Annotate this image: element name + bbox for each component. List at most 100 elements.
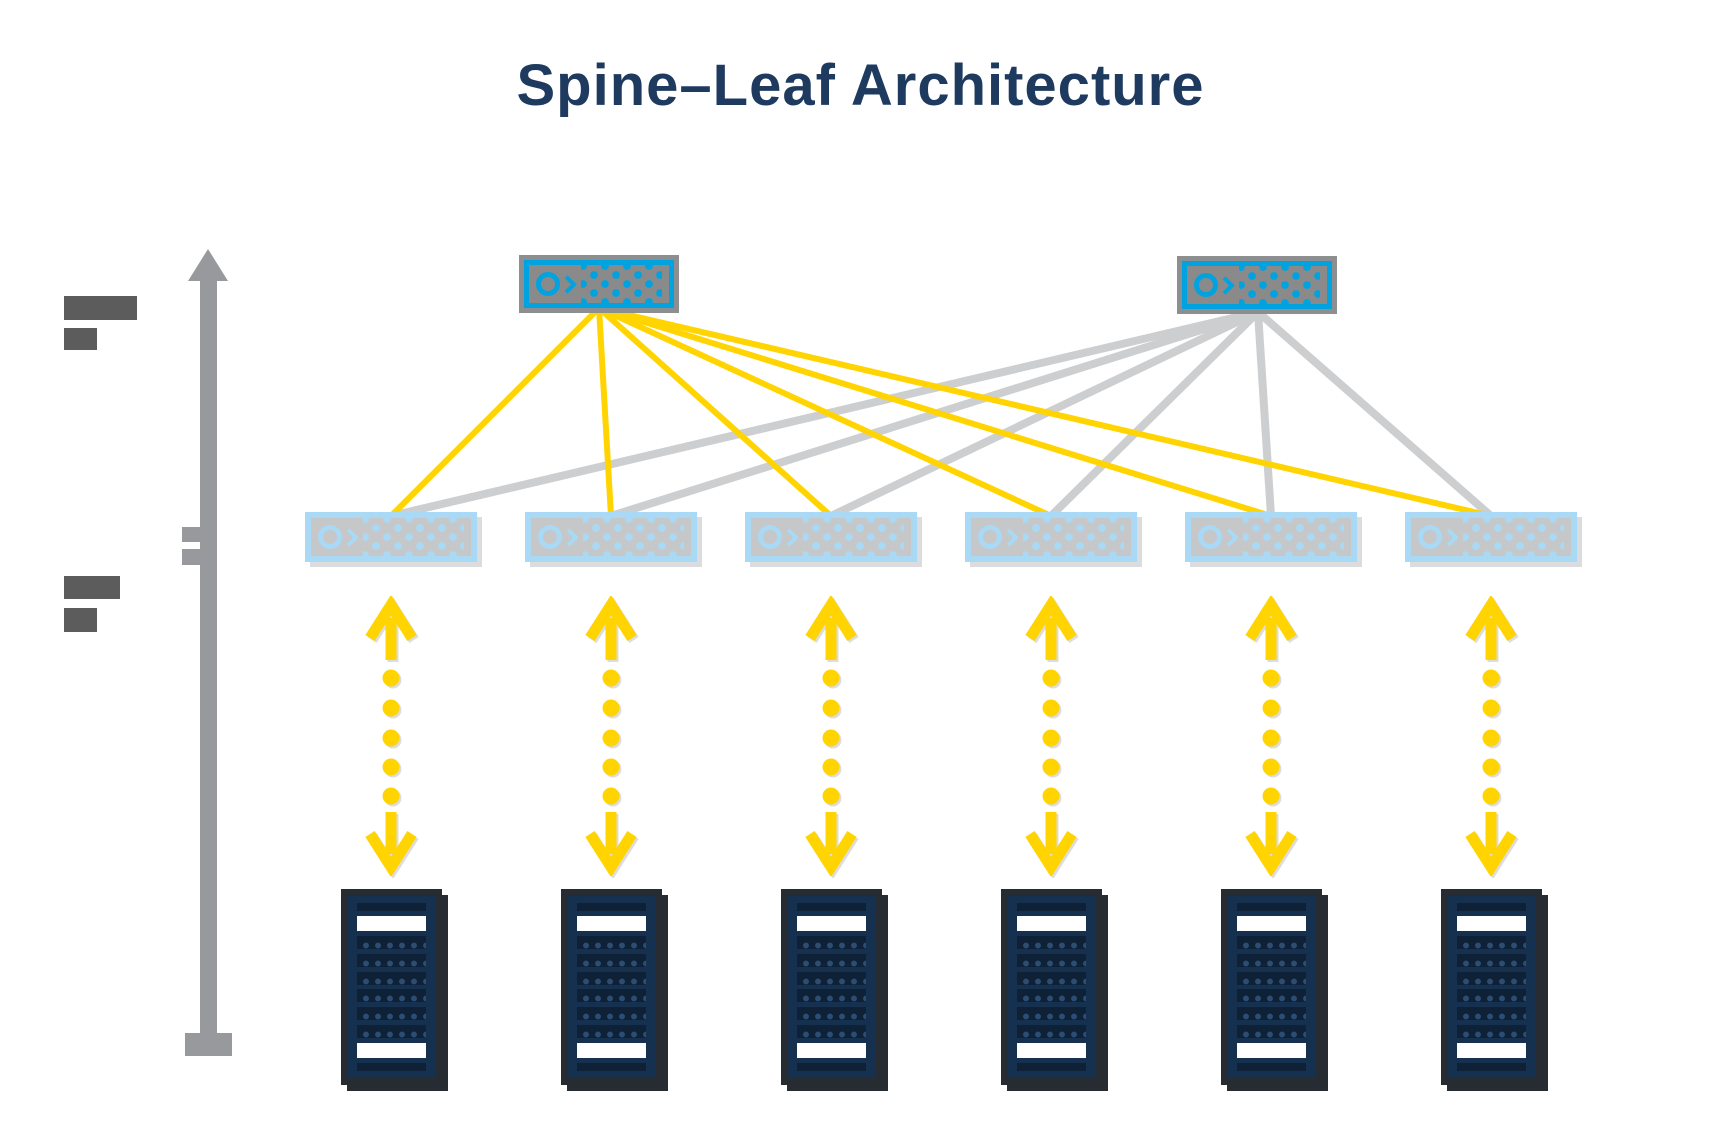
- switch-crossed-arrows-icon: [1239, 266, 1320, 304]
- switch-crossed-arrows-icon: [583, 518, 684, 556]
- server-vent-row: [797, 1007, 866, 1021]
- spine-switch: [1177, 256, 1337, 314]
- server-vent-row: [1457, 989, 1526, 1003]
- server-drive-bay: [1237, 915, 1306, 931]
- server-rack-icon: [1441, 889, 1542, 1085]
- server-vent-row: [797, 953, 866, 967]
- server-vent-row: [1457, 935, 1526, 949]
- switch-faceplate: [531, 518, 691, 556]
- server-slot: [1017, 1062, 1086, 1071]
- switch-circle-icon: [318, 525, 342, 549]
- switch-crossed-arrows-icon: [1243, 518, 1344, 556]
- spine-tier-label-block: [64, 328, 97, 350]
- leaf-switch: [965, 512, 1137, 562]
- bidirectional-arrow-icon: [805, 596, 857, 876]
- leaf-switch: [1405, 512, 1577, 562]
- switch-faceplate: [311, 518, 471, 556]
- switch-chevron-icon: [780, 527, 799, 547]
- switch-crossed-arrows-icon: [363, 518, 464, 556]
- server-vent-row: [1457, 1007, 1526, 1021]
- leaf-column: [965, 512, 1137, 1085]
- switch-circle-icon: [538, 525, 562, 549]
- server-vent-row: [1237, 971, 1306, 985]
- server-vent-row: [577, 953, 646, 967]
- switch-faceplate: [1187, 266, 1327, 304]
- bidirectional-arrow-icon: [365, 596, 417, 876]
- switch-chevron-icon: [1440, 527, 1459, 547]
- server-drive-bay: [1017, 1043, 1086, 1058]
- server-vent-row: [1017, 1025, 1086, 1039]
- diagram-title: Spine–Leaf Architecture: [516, 53, 1205, 118]
- bidirectional-arrow-icon: [585, 596, 637, 876]
- server-vent-row: [1237, 1025, 1306, 1039]
- switch-faceplate: [751, 518, 911, 556]
- scale-end-cap: [185, 1033, 232, 1056]
- server-vent-row: [797, 971, 866, 985]
- leaf-tier-label-block: [64, 608, 97, 632]
- scale-break-mark: [182, 549, 217, 565]
- server-rack-icon: [1221, 889, 1322, 1085]
- server-slot: [577, 1062, 646, 1071]
- switch-crossed-arrows-icon: [1023, 518, 1124, 556]
- server-slot: [1017, 903, 1086, 911]
- bidirectional-arrow-icon: [1245, 596, 1297, 876]
- server-vent-row: [1457, 971, 1526, 985]
- scale-break-mark: [182, 527, 203, 542]
- leaf-column: [305, 512, 477, 1085]
- server-slot: [1237, 1062, 1306, 1071]
- server-slot: [1457, 1062, 1526, 1071]
- server-rack-icon: [1001, 889, 1102, 1085]
- server-vent-row: [1017, 953, 1086, 967]
- leaf-column: [1405, 512, 1577, 1085]
- spine-tier-label-block: [64, 296, 137, 320]
- server-vent-row: [357, 971, 426, 985]
- switch-crossed-arrows-icon: [581, 265, 662, 303]
- server-vent-row: [1457, 953, 1526, 967]
- server-slot: [577, 903, 646, 911]
- server-slot: [1237, 903, 1306, 911]
- switch-circle-icon: [978, 525, 1002, 549]
- server-drive-bay: [1457, 915, 1526, 931]
- switch-chevron-icon: [560, 527, 579, 547]
- bidirectional-arrow-icon: [1465, 596, 1517, 876]
- leaf-column: [1185, 512, 1357, 1085]
- server-slot: [797, 1062, 866, 1071]
- switch-circle-icon: [758, 525, 782, 549]
- switch-circle-icon: [536, 272, 560, 296]
- server-drive-bay: [357, 915, 426, 931]
- switch-faceplate: [971, 518, 1131, 556]
- leaf-switch: [1185, 512, 1357, 562]
- server-vent-row: [797, 989, 866, 1003]
- server-vent-row: [357, 935, 426, 949]
- switch-faceplate: [529, 265, 669, 303]
- server-drive-bay: [357, 1043, 426, 1058]
- server-vent-row: [1017, 1007, 1086, 1021]
- scale-arrow-icon: [188, 249, 228, 281]
- server-drive-bay: [1017, 915, 1086, 931]
- scale-line: [200, 277, 217, 1033]
- switch-crossed-arrows-icon: [803, 518, 904, 556]
- server-vent-row: [577, 1025, 646, 1039]
- server-drive-bay: [797, 915, 866, 931]
- leaf-column: [525, 512, 697, 1085]
- switch-faceplate: [1191, 518, 1351, 556]
- switch-circle-icon: [1194, 273, 1218, 297]
- switch-chevron-icon: [1220, 527, 1239, 547]
- server-vent-row: [1237, 989, 1306, 1003]
- server-slot: [1457, 903, 1526, 911]
- server-vent-row: [357, 953, 426, 967]
- switch-chevron-icon: [1216, 275, 1235, 295]
- server-vent-row: [1017, 935, 1086, 949]
- server-slot: [357, 1062, 426, 1071]
- server-vent-row: [577, 1007, 646, 1021]
- server-vent-row: [797, 935, 866, 949]
- switch-chevron-icon: [1000, 527, 1019, 547]
- spine-switch: [519, 255, 679, 313]
- leaf-switch: [525, 512, 697, 562]
- server-drive-bay: [577, 1043, 646, 1058]
- switch-chevron-icon: [558, 274, 577, 294]
- server-vent-row: [1237, 1007, 1306, 1021]
- server-rack-icon: [341, 889, 442, 1085]
- server-drive-bay: [577, 915, 646, 931]
